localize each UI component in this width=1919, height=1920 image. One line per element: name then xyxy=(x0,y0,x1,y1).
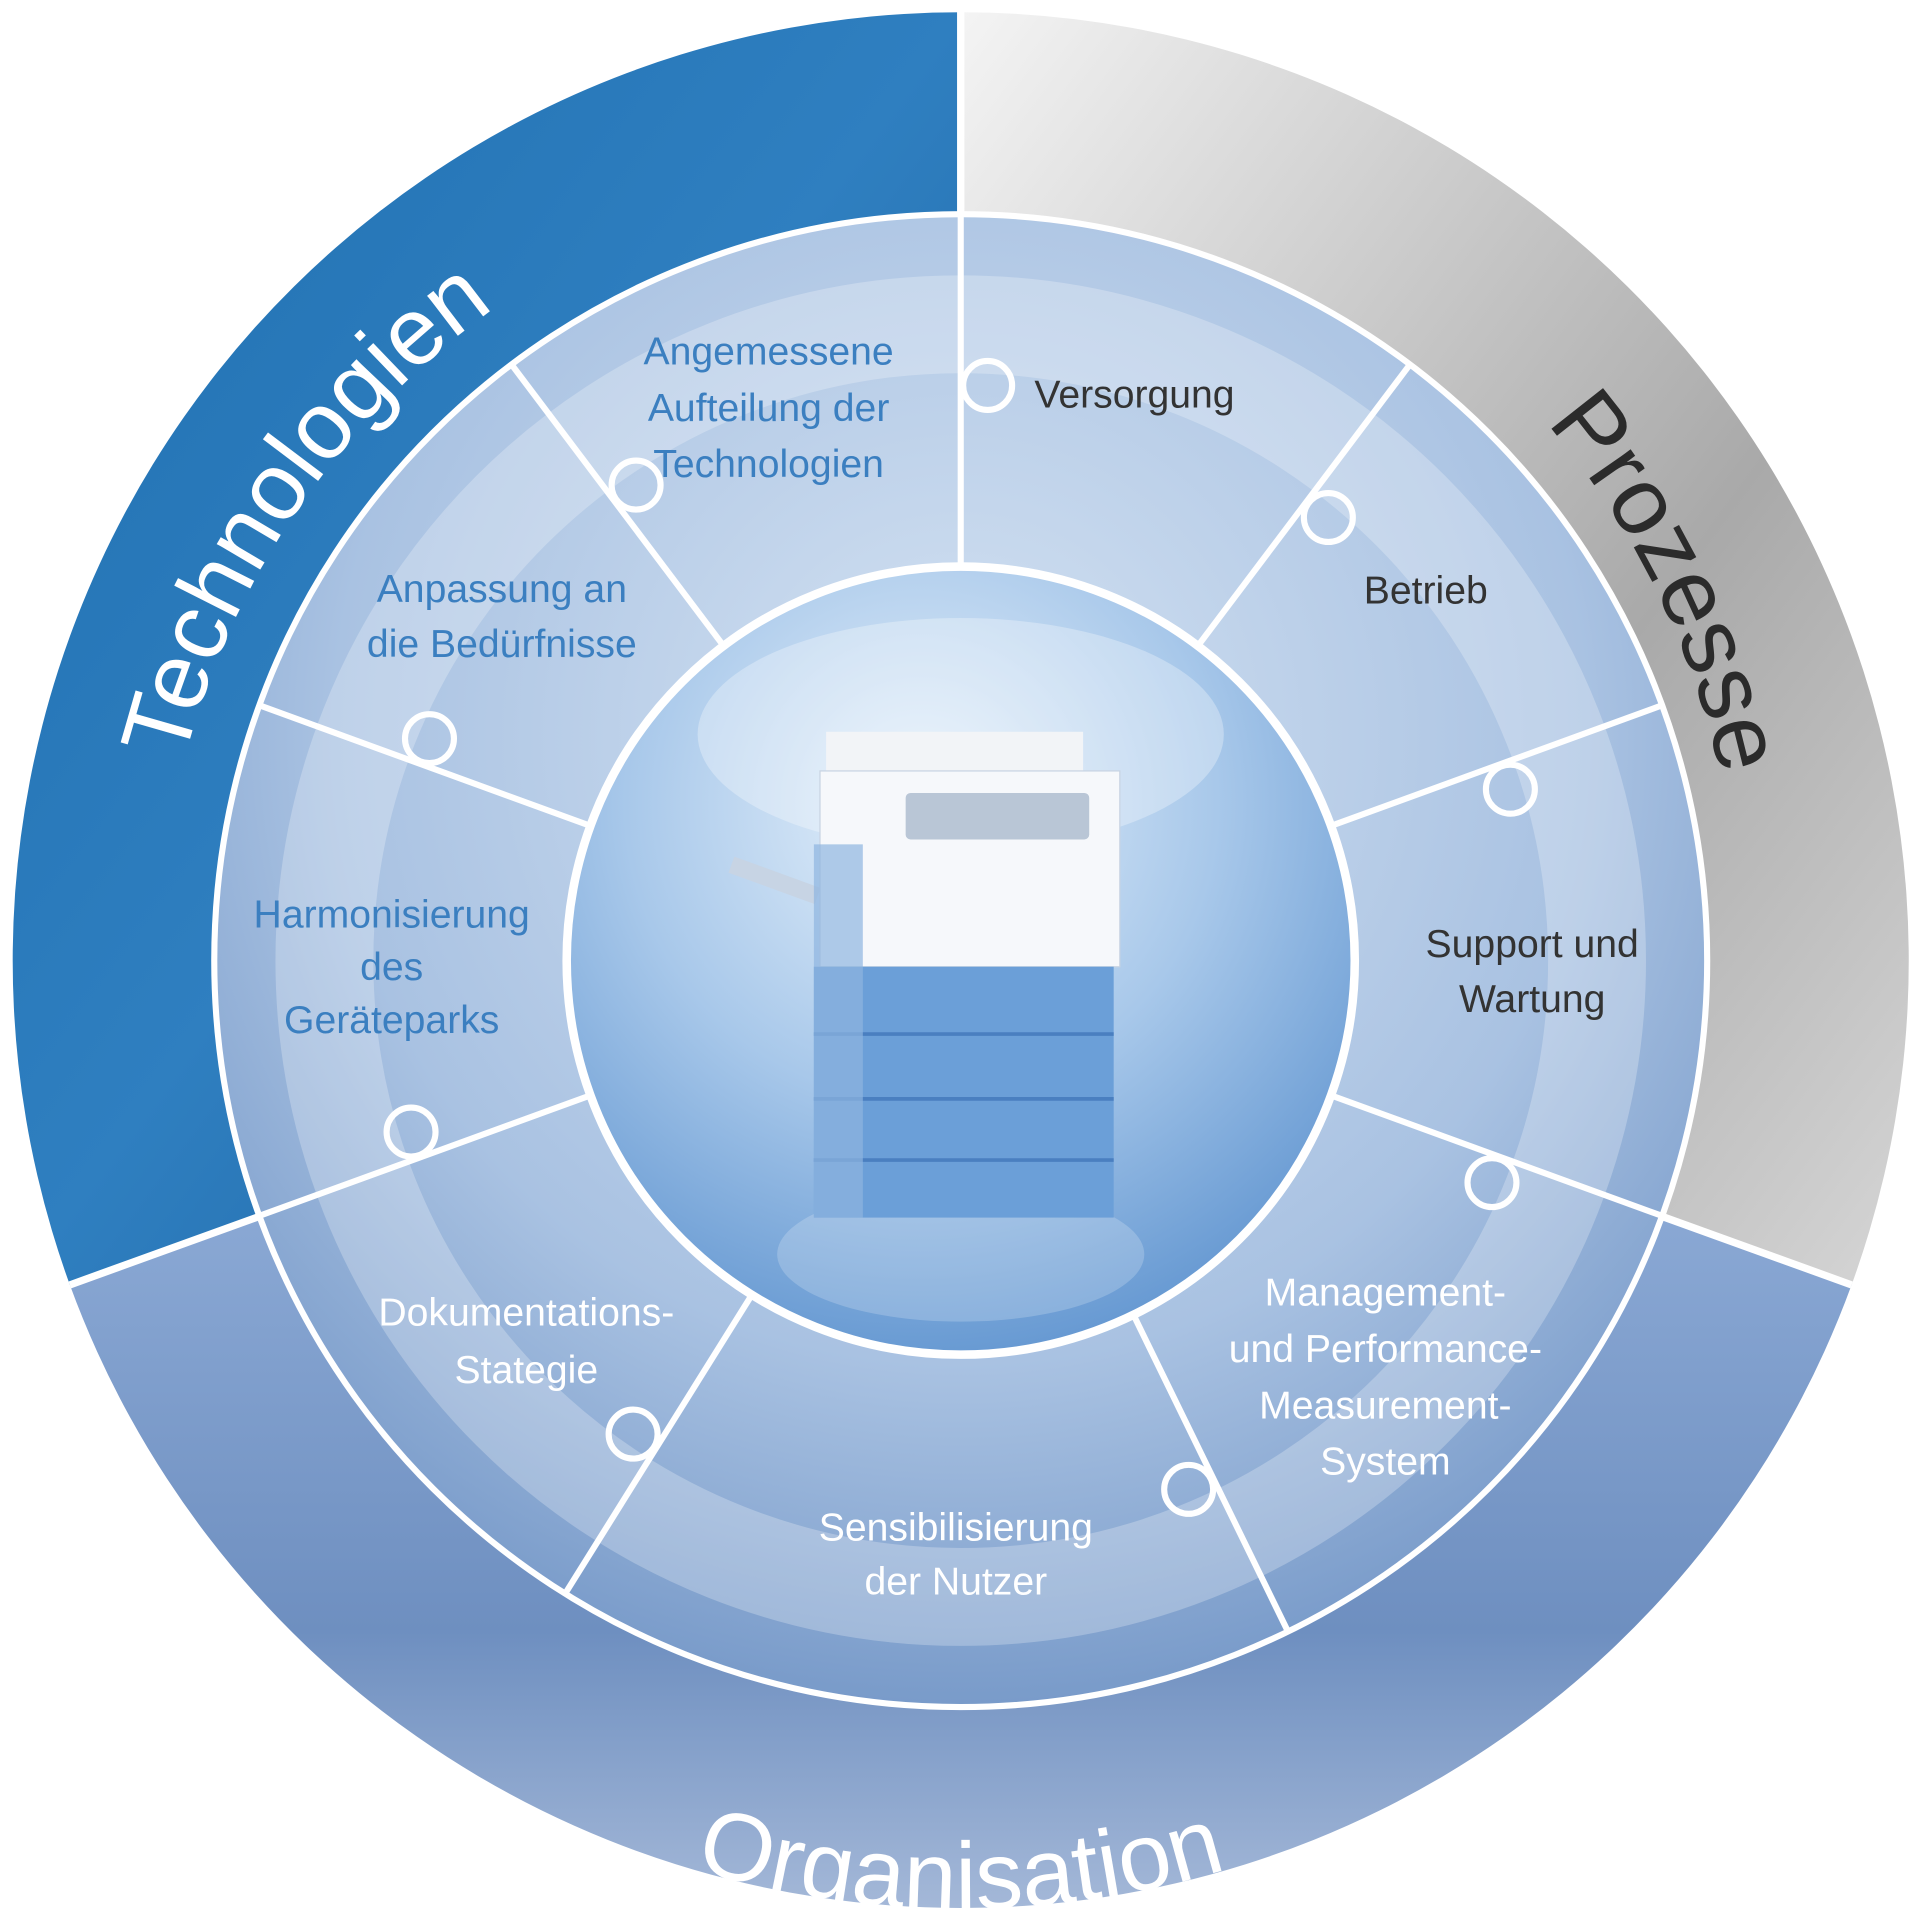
ring-segment-process xyxy=(960,12,1909,1285)
printer-icon xyxy=(728,731,1121,1218)
outer-ring xyxy=(12,9,1909,1909)
segment-label-line: Stategie xyxy=(454,1349,598,1392)
center-sphere xyxy=(562,562,1360,1359)
puzzle-knob xyxy=(608,457,664,513)
puzzle-knob xyxy=(1300,489,1356,546)
segment-label-line: Measurement- xyxy=(1259,1384,1511,1427)
segment-label: Betrieb xyxy=(1364,569,1488,612)
segment-label-line: Management- xyxy=(1265,1272,1507,1315)
segment-label-line: System xyxy=(1320,1441,1451,1484)
segment-label-line: Betrieb xyxy=(1364,569,1488,612)
segment-label-line: Support und xyxy=(1426,923,1639,966)
puzzle-knob xyxy=(1161,1461,1217,1517)
segment-label: Sensibilisierung der Nutzer xyxy=(819,1507,1093,1604)
puzzle-knob xyxy=(1464,1155,1520,1211)
ring-segment-organisation xyxy=(69,1216,1852,1909)
segment-label-line: Sensibilisierung xyxy=(819,1507,1093,1550)
puzzle-knob xyxy=(383,1104,439,1160)
segment-label-line: Dokumentations- xyxy=(378,1291,674,1334)
puzzle-knob xyxy=(1482,761,1538,817)
segment-label-line: Technologien xyxy=(653,443,884,486)
segment-label-line: Angemessene xyxy=(643,331,893,374)
segment-label: Versorgung xyxy=(1034,373,1234,416)
segment-label-line: der Nutzer xyxy=(864,1560,1047,1603)
segment-label-line: Harmonisierung xyxy=(254,894,530,937)
segment-label: Anpassung an die Bedürfnisse xyxy=(367,568,637,666)
segment-label-line: Aufteilung der xyxy=(648,387,890,430)
segment-label-line: Versorgung xyxy=(1034,373,1234,416)
segment-label-line: Geräteparks xyxy=(284,999,499,1042)
segment-label-line: die Bedürfnisse xyxy=(367,623,637,666)
puzzle-knob xyxy=(401,711,458,767)
ring-segment-technology xyxy=(12,12,961,1285)
segment-label-line: und Performance- xyxy=(1229,1328,1542,1371)
segment-label-line: des xyxy=(360,946,423,989)
puzzle-knob xyxy=(960,357,1016,414)
segment-label: Management-und Performance- Measurement- S… xyxy=(1229,1272,1542,1484)
segment-label-line: Anpassung an xyxy=(377,568,627,611)
segment-label: Dokumentations- Stategie xyxy=(378,1291,674,1392)
puzzle-knob xyxy=(605,1406,661,1462)
segment-label-line: Wartung xyxy=(1459,978,1605,1021)
